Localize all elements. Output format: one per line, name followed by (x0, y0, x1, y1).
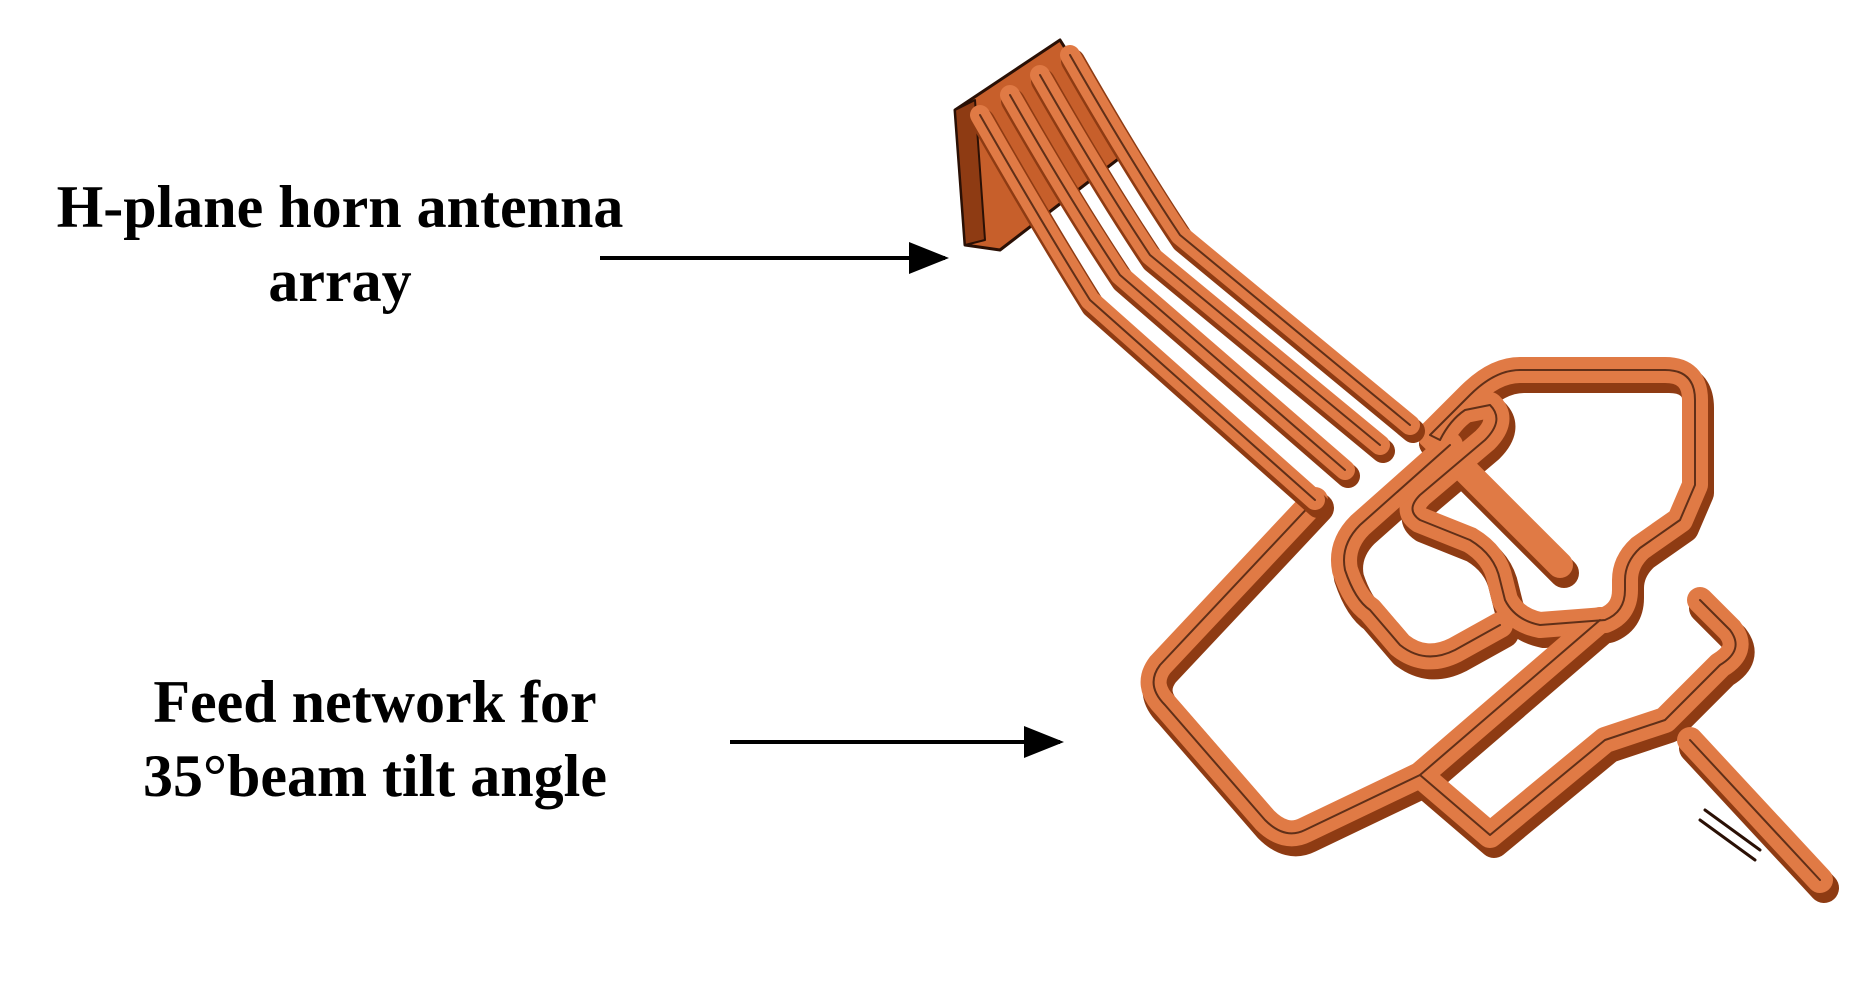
feed-network-label-line2: 35°beam tilt angle (143, 743, 607, 809)
feed-network (1140, 357, 1839, 903)
horn-antenna-label-line2: array (268, 248, 412, 314)
horn-antenna-label: H-plane horn antenna array (20, 170, 660, 318)
slot-details (1698, 808, 1762, 862)
horn-antenna-label-line1: H-plane horn antenna (56, 174, 624, 240)
horn-antenna-array (953, 38, 1425, 518)
feed-network-label: Feed network for 35°beam tilt angle (115, 665, 635, 813)
feed-network-label-line1: Feed network for (153, 669, 597, 735)
